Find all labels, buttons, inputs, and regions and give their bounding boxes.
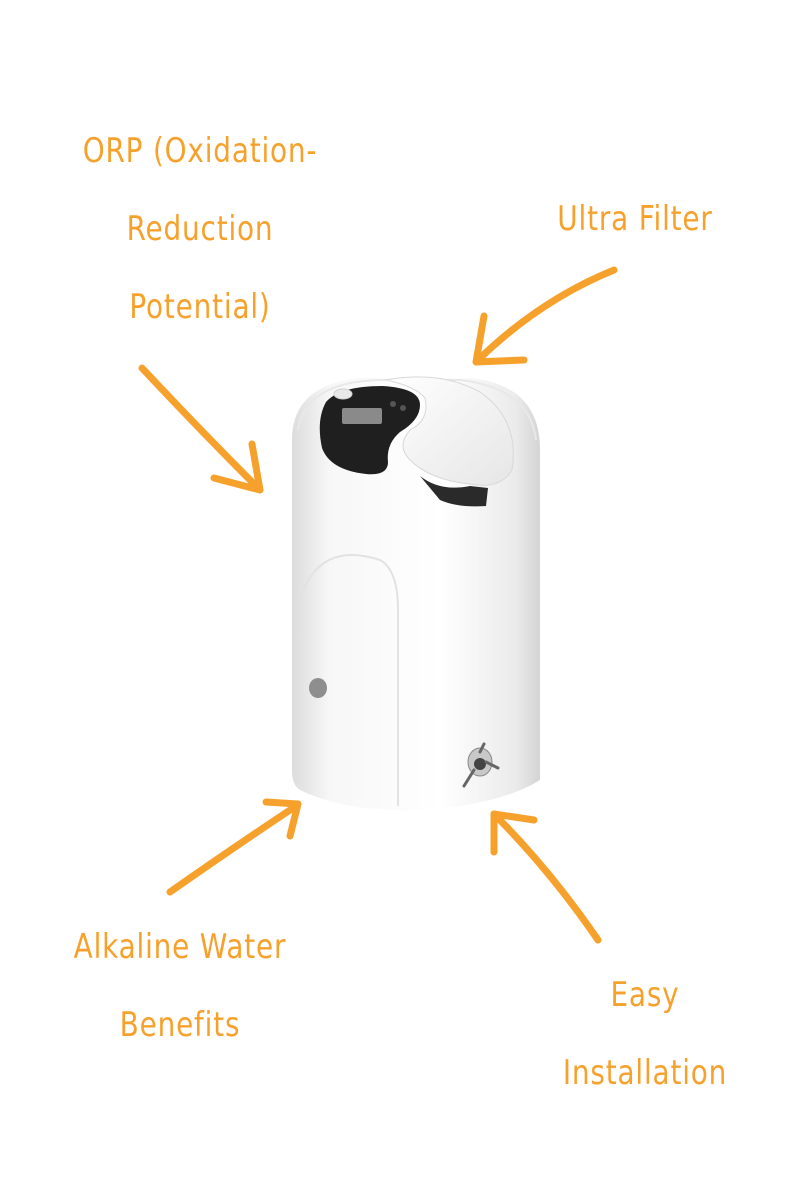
dispenser-spout xyxy=(420,476,488,507)
label-easy-line-1: Easy xyxy=(610,975,680,1015)
label-alkaline: Alkaline Water Benefits xyxy=(49,908,311,1064)
label-easy-installation: Easy Installation xyxy=(543,956,748,1112)
label-ultra-filter-line-1: Ultra Filter xyxy=(557,199,713,239)
label-orp-line-3: Potential) xyxy=(129,287,271,327)
label-easy-line-2: Installation xyxy=(562,1053,728,1093)
device-seam xyxy=(299,554,399,806)
label-alkaline-line-1: Alkaline Water xyxy=(73,927,287,967)
device-body xyxy=(292,378,540,811)
label-orp-line-1: ORP (Oxidation- xyxy=(82,131,318,171)
label-orp-line-2: Reduction xyxy=(126,209,274,249)
tap-icon xyxy=(462,742,500,788)
side-port xyxy=(309,678,327,698)
label-alkaline-line-2: Benefits xyxy=(119,1005,241,1045)
label-ultra-filter: Ultra Filter xyxy=(533,180,738,258)
arrow-icon xyxy=(138,364,264,494)
arrow-icon xyxy=(472,266,618,366)
label-orp: ORP (Oxidation- Reduction Potential) xyxy=(69,112,331,346)
arrow-icon xyxy=(166,798,302,896)
arrow-icon xyxy=(490,810,602,944)
lcd-display xyxy=(342,408,382,424)
device-lid xyxy=(385,376,514,486)
